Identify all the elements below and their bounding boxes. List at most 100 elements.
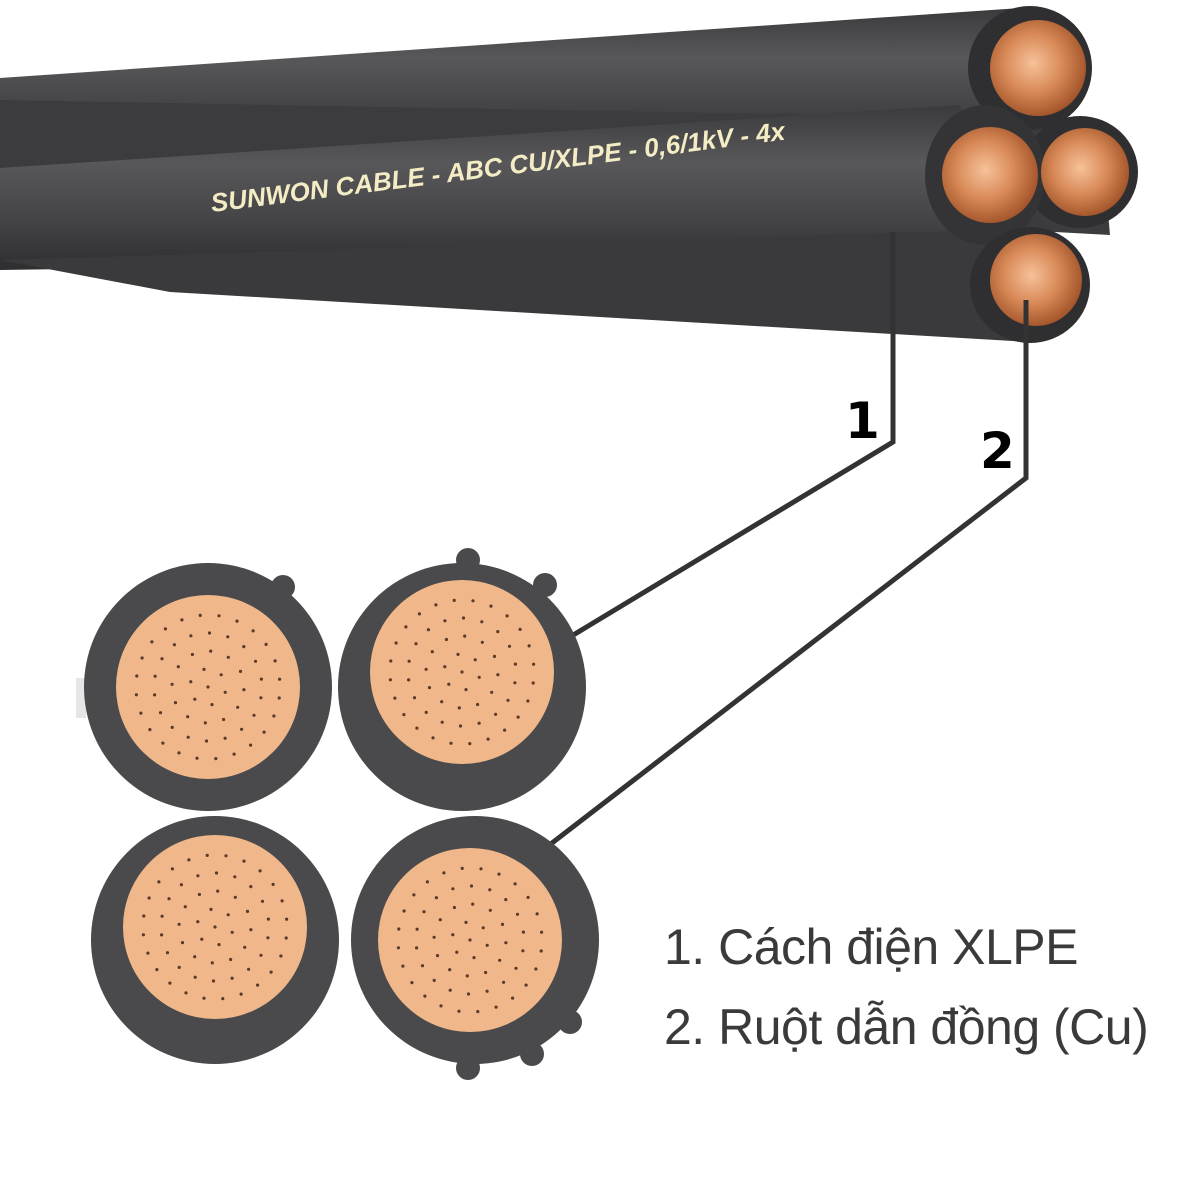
strand-dot [279,954,283,958]
strand-dot [389,659,393,663]
strand-dot [259,696,263,700]
strand-dot [452,598,456,603]
strand-dot [198,613,202,618]
strand-dot [402,713,406,717]
strand-dot [496,673,500,677]
strand-dot [526,699,530,703]
strand-dot [161,741,165,745]
strand-dot [217,943,221,947]
strand-dot [423,994,427,998]
strand-dot [449,741,453,745]
strand-dot [438,918,442,922]
strand-dot [477,675,481,679]
strand-dot [504,898,508,902]
strand-dot [238,669,243,674]
copper-strand-end-4 [990,234,1082,326]
strand-dot [485,989,489,993]
strand-texture [134,598,544,1014]
strand-dot [157,880,161,884]
strand-dot [535,912,539,916]
strand-dot [484,970,488,975]
strand-dot [402,909,406,913]
strand-dot [153,693,157,697]
strand-dot [186,715,190,719]
section-edge-mark [76,678,86,718]
strand-dot [422,910,426,914]
strand-dot [139,711,143,715]
strand-dot [455,950,459,954]
strand-dot [448,988,452,992]
strand-dot [207,631,212,635]
strand-dot [521,949,525,953]
strand-dot [434,603,438,607]
strand-dot [476,702,480,707]
strand-dot [230,976,234,980]
strand-dot [488,888,492,892]
strand-dot [480,620,484,624]
strand-dot [404,625,408,629]
strand-dot [539,949,543,953]
strand-dot [435,954,440,958]
strand-dot [492,654,497,659]
strand-dot [469,884,474,888]
cable-bundle-photo: SUNWON CABLE - ABC CU/XLPE - 0,6/1kV - 4… [0,6,1138,343]
strand-dot [494,1005,498,1009]
strand-dot [155,968,159,972]
strand-dot [507,644,512,648]
strand-dot [471,599,475,603]
copper-strand-end-1 [990,20,1086,116]
strand-dot [280,899,284,903]
strand-dot [146,951,150,955]
strand-dot [521,930,526,934]
cable-core-front [0,105,1000,270]
strand-dot [431,736,435,740]
strand-dot [243,945,247,949]
strand-dot [160,657,164,661]
strand-dot [498,958,502,962]
core-bottom-right [351,816,599,1080]
strand-dot [516,715,520,719]
strand-dot [197,892,201,897]
strand-dot [456,652,460,657]
strand-dot [518,627,522,632]
strand-dot [242,688,246,692]
strand-dot [412,893,416,897]
copper-strand-end-3 [942,127,1038,223]
strand-dot [206,685,210,689]
strand-dot [210,703,214,707]
strand-dot [401,964,405,968]
strand-dot [497,872,501,876]
strand-dot [515,912,520,916]
strand-dot [388,678,392,682]
strand-dot [209,649,213,653]
strand-dot [232,752,236,756]
strand-dot [458,724,463,728]
strand-dot [233,895,237,899]
strand-dot [259,953,263,957]
strand-dot [410,981,414,985]
strand-dot [204,739,209,743]
strand-dot [510,996,515,1000]
strand-dot [134,693,138,697]
strand-dot [500,922,505,927]
strand-dot [177,922,181,926]
strand-dot [189,634,193,638]
strand-dot [183,905,187,909]
strand-dot [150,640,154,644]
strand-dot [249,885,253,889]
strand-dot [397,927,401,931]
strand-dot [490,690,494,694]
strand-dot [460,670,464,674]
strand-dot [245,909,250,914]
strand-dot [272,714,276,718]
strand-dot [256,983,260,987]
strand-dot [444,637,448,642]
strand-dot [140,656,144,660]
strand-dot [170,867,174,871]
strand-dot [230,930,234,934]
strand-dot [461,616,466,620]
strand-dot [266,917,270,921]
strand-dot [443,619,447,623]
strand-dot [513,662,518,666]
